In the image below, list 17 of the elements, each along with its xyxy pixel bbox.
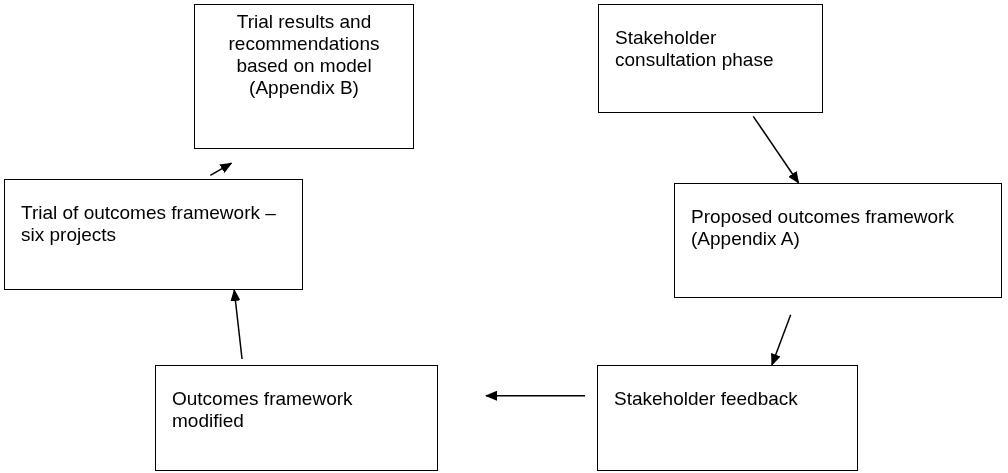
process-box bbox=[155, 365, 438, 471]
arrow bbox=[485, 390, 586, 401]
process-box bbox=[597, 365, 858, 471]
arrow bbox=[771, 314, 792, 366]
box-text: Trial results and recommendations based on model (Appendix B) bbox=[227, 11, 381, 99]
process-box bbox=[4, 179, 303, 290]
arrow bbox=[752, 115, 800, 184]
box-text: Trial of outcomes framework – six projects bbox=[21, 202, 277, 246]
arrow bbox=[209, 162, 233, 177]
box-text: Proposed outcomes framework (Appendix A) bbox=[691, 206, 955, 250]
process-box bbox=[674, 183, 1002, 298]
arrow bbox=[230, 289, 243, 360]
process-box bbox=[598, 4, 823, 113]
box-text: Stakeholder feedback bbox=[614, 388, 799, 410]
box-text: Outcomes framework modified bbox=[172, 388, 354, 432]
box-text: Stakeholder consultation phase bbox=[615, 27, 775, 71]
process-box bbox=[194, 4, 414, 149]
